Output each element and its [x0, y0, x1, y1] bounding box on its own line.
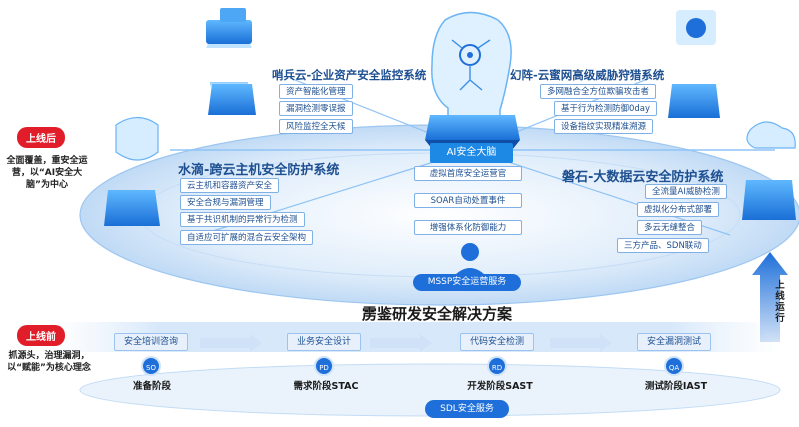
- shuidi-feature-1: 云主机和容器资产安全: [180, 178, 280, 193]
- panshi-title: 磐石-大数据云安全防护系统: [562, 170, 724, 185]
- shaobing-cube-icon: [206, 8, 256, 115]
- panshi-feature-1: 全流量AI威胁检测: [645, 184, 727, 199]
- shaobing-title: 哨兵云-企业资产安全监控系统: [272, 68, 427, 82]
- huanzhen-feature-1: 多网融合全方位欺骗攻击者: [540, 84, 657, 99]
- brain-feature-3: 增强体系化防御能力: [414, 220, 522, 235]
- huanzhen-title: 幻阵-云蜜网高级威胁狩猎系统: [510, 68, 665, 82]
- panshi-feature-2: 虚拟化分布式部署: [637, 202, 720, 217]
- stage-2-icon: PD: [314, 356, 334, 376]
- stage-1-label: 准备阶段: [132, 381, 171, 392]
- note-after-launch: 全面覆盖，重安全运营，以“AI安全大脑”为中心: [6, 156, 88, 190]
- stage-4-label: 测试阶段IAST: [644, 381, 708, 392]
- shuidi-feature-3: 基于共识机制的异常行为检测: [180, 212, 305, 227]
- brain-feature-1: 虚拟首席安全运营官: [414, 166, 522, 181]
- shuidi-cube-icon: [104, 116, 160, 226]
- panshi-feature-3: 多云无缝整合: [637, 220, 703, 235]
- stage-3-box: 代码安全检测: [460, 333, 534, 351]
- mssp-service-pill: MSSP安全运营服务: [413, 274, 521, 291]
- stage-1-icon: SO: [141, 356, 161, 376]
- badge-before-launch: 上线前: [17, 325, 65, 346]
- shaobing-feature-1: 资产智能化管理: [279, 84, 353, 99]
- badge-after-launch: 上线后: [17, 127, 65, 148]
- stage-1-box: 安全培训咨询: [114, 333, 188, 351]
- stage-2-box: 业务安全设计: [287, 333, 361, 351]
- brain-feature-2: SOAR自动处置事件: [414, 193, 522, 208]
- stage-2-label: 需求阶段STAC: [293, 381, 359, 392]
- ai-brain-label: AI安全大脑: [430, 143, 513, 163]
- huanzhen-cube-icon: [668, 10, 720, 118]
- note-before-launch: 抓源头，治理漏洞，以“赋能”为核心理念: [7, 351, 91, 373]
- shaobing-feature-3: 风险监控全天候: [279, 119, 353, 134]
- shuidi-title: 水滴-跨云主机安全防护系统: [178, 163, 340, 178]
- huanzhen-feature-2: 基于行为检测防御0day: [554, 101, 658, 116]
- online-operation-label: 上线运行: [775, 280, 785, 324]
- shaobing-feature-2: 漏洞检测零误报: [279, 101, 353, 116]
- panshi-cube-icon: [742, 121, 796, 220]
- stage-3-label: 开发阶段SAST: [467, 381, 533, 392]
- ai-brain-head-icon: [425, 11, 520, 150]
- sdl-service-pill: SDL安全服务: [425, 400, 509, 418]
- shuidi-feature-4: 自适应可扩展的混合云安全架构: [180, 230, 314, 245]
- stage-4-box: 安全漏洞测试: [637, 333, 711, 351]
- shuidi-feature-2: 安全合规与漏洞管理: [180, 195, 271, 210]
- huanzhen-feature-3: 设备指纹实现精准溯源: [554, 119, 654, 134]
- stage-4-icon: QA: [664, 356, 684, 376]
- stage-3-icon: RD: [487, 356, 507, 376]
- panshi-feature-4: 三方产品、SDN联动: [617, 238, 709, 253]
- solution-title: 雳鉴研发安全解决方案: [362, 305, 513, 323]
